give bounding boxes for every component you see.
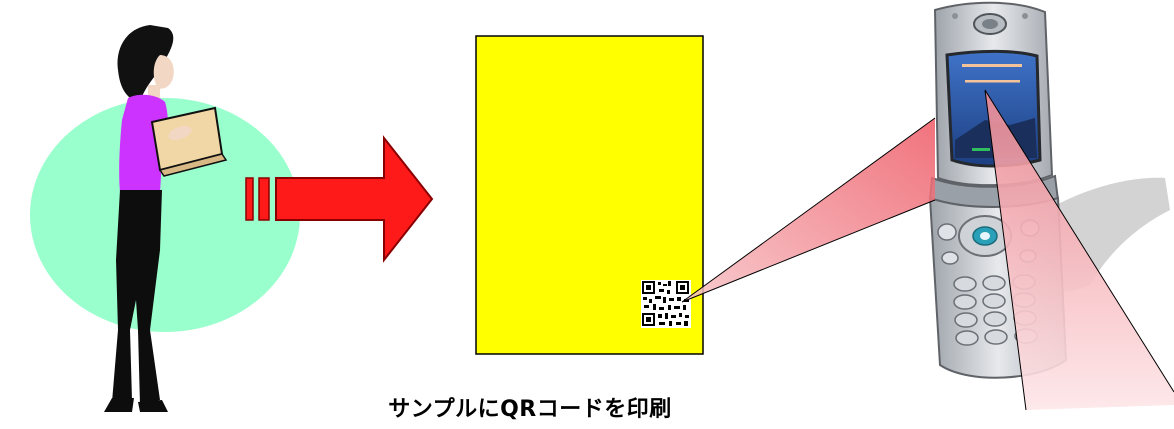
woman-holding-folder-icon [104,25,228,412]
scan-beam-edges [681,117,936,303]
qr-code-icon [641,280,691,328]
display-beam [985,90,1174,410]
background-circle [30,98,300,332]
right-arrow-icon [245,135,434,263]
diagram-caption: サンプルにQRコードを印刷 [388,397,672,422]
display-beam-edges [984,89,1174,411]
